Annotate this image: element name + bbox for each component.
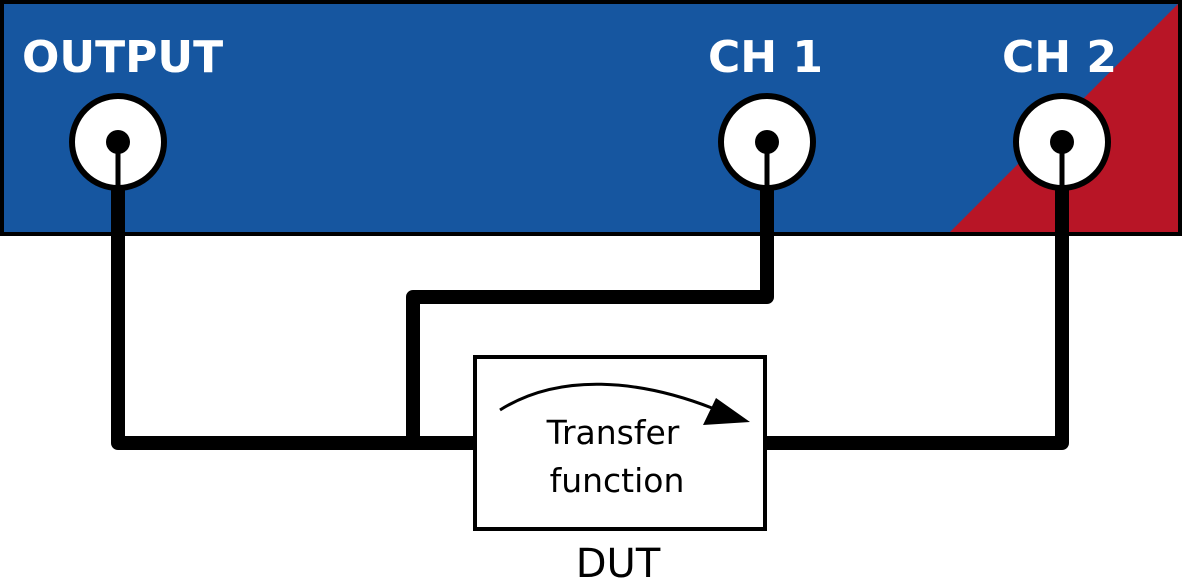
ch2-connector[interactable] <box>1013 93 1111 192</box>
ch1-port-label: CH 1 <box>708 32 823 83</box>
panel-background <box>2 2 1180 234</box>
dut-box-text-line1: Transfer <box>546 413 680 452</box>
panel-border <box>0 0 1182 236</box>
bnc-connector-icon <box>69 93 167 192</box>
ch2-cable <box>758 135 1069 450</box>
dut-box-text-line2: function <box>550 461 685 500</box>
output-port-label: OUTPUT <box>22 32 223 83</box>
dut-label: DUT <box>576 541 661 578</box>
bnc-connector-icon <box>718 93 816 192</box>
ch2-port-label: CH 2 <box>1002 32 1117 83</box>
dut-box: Transfer function <box>473 355 767 531</box>
ch1-cable <box>406 135 774 450</box>
output-connector[interactable] <box>69 93 167 192</box>
curved-arrow-icon <box>499 382 750 425</box>
output-cable <box>111 135 482 450</box>
bnc-connector-icon <box>1013 93 1111 192</box>
ch1-connector[interactable] <box>718 93 816 192</box>
